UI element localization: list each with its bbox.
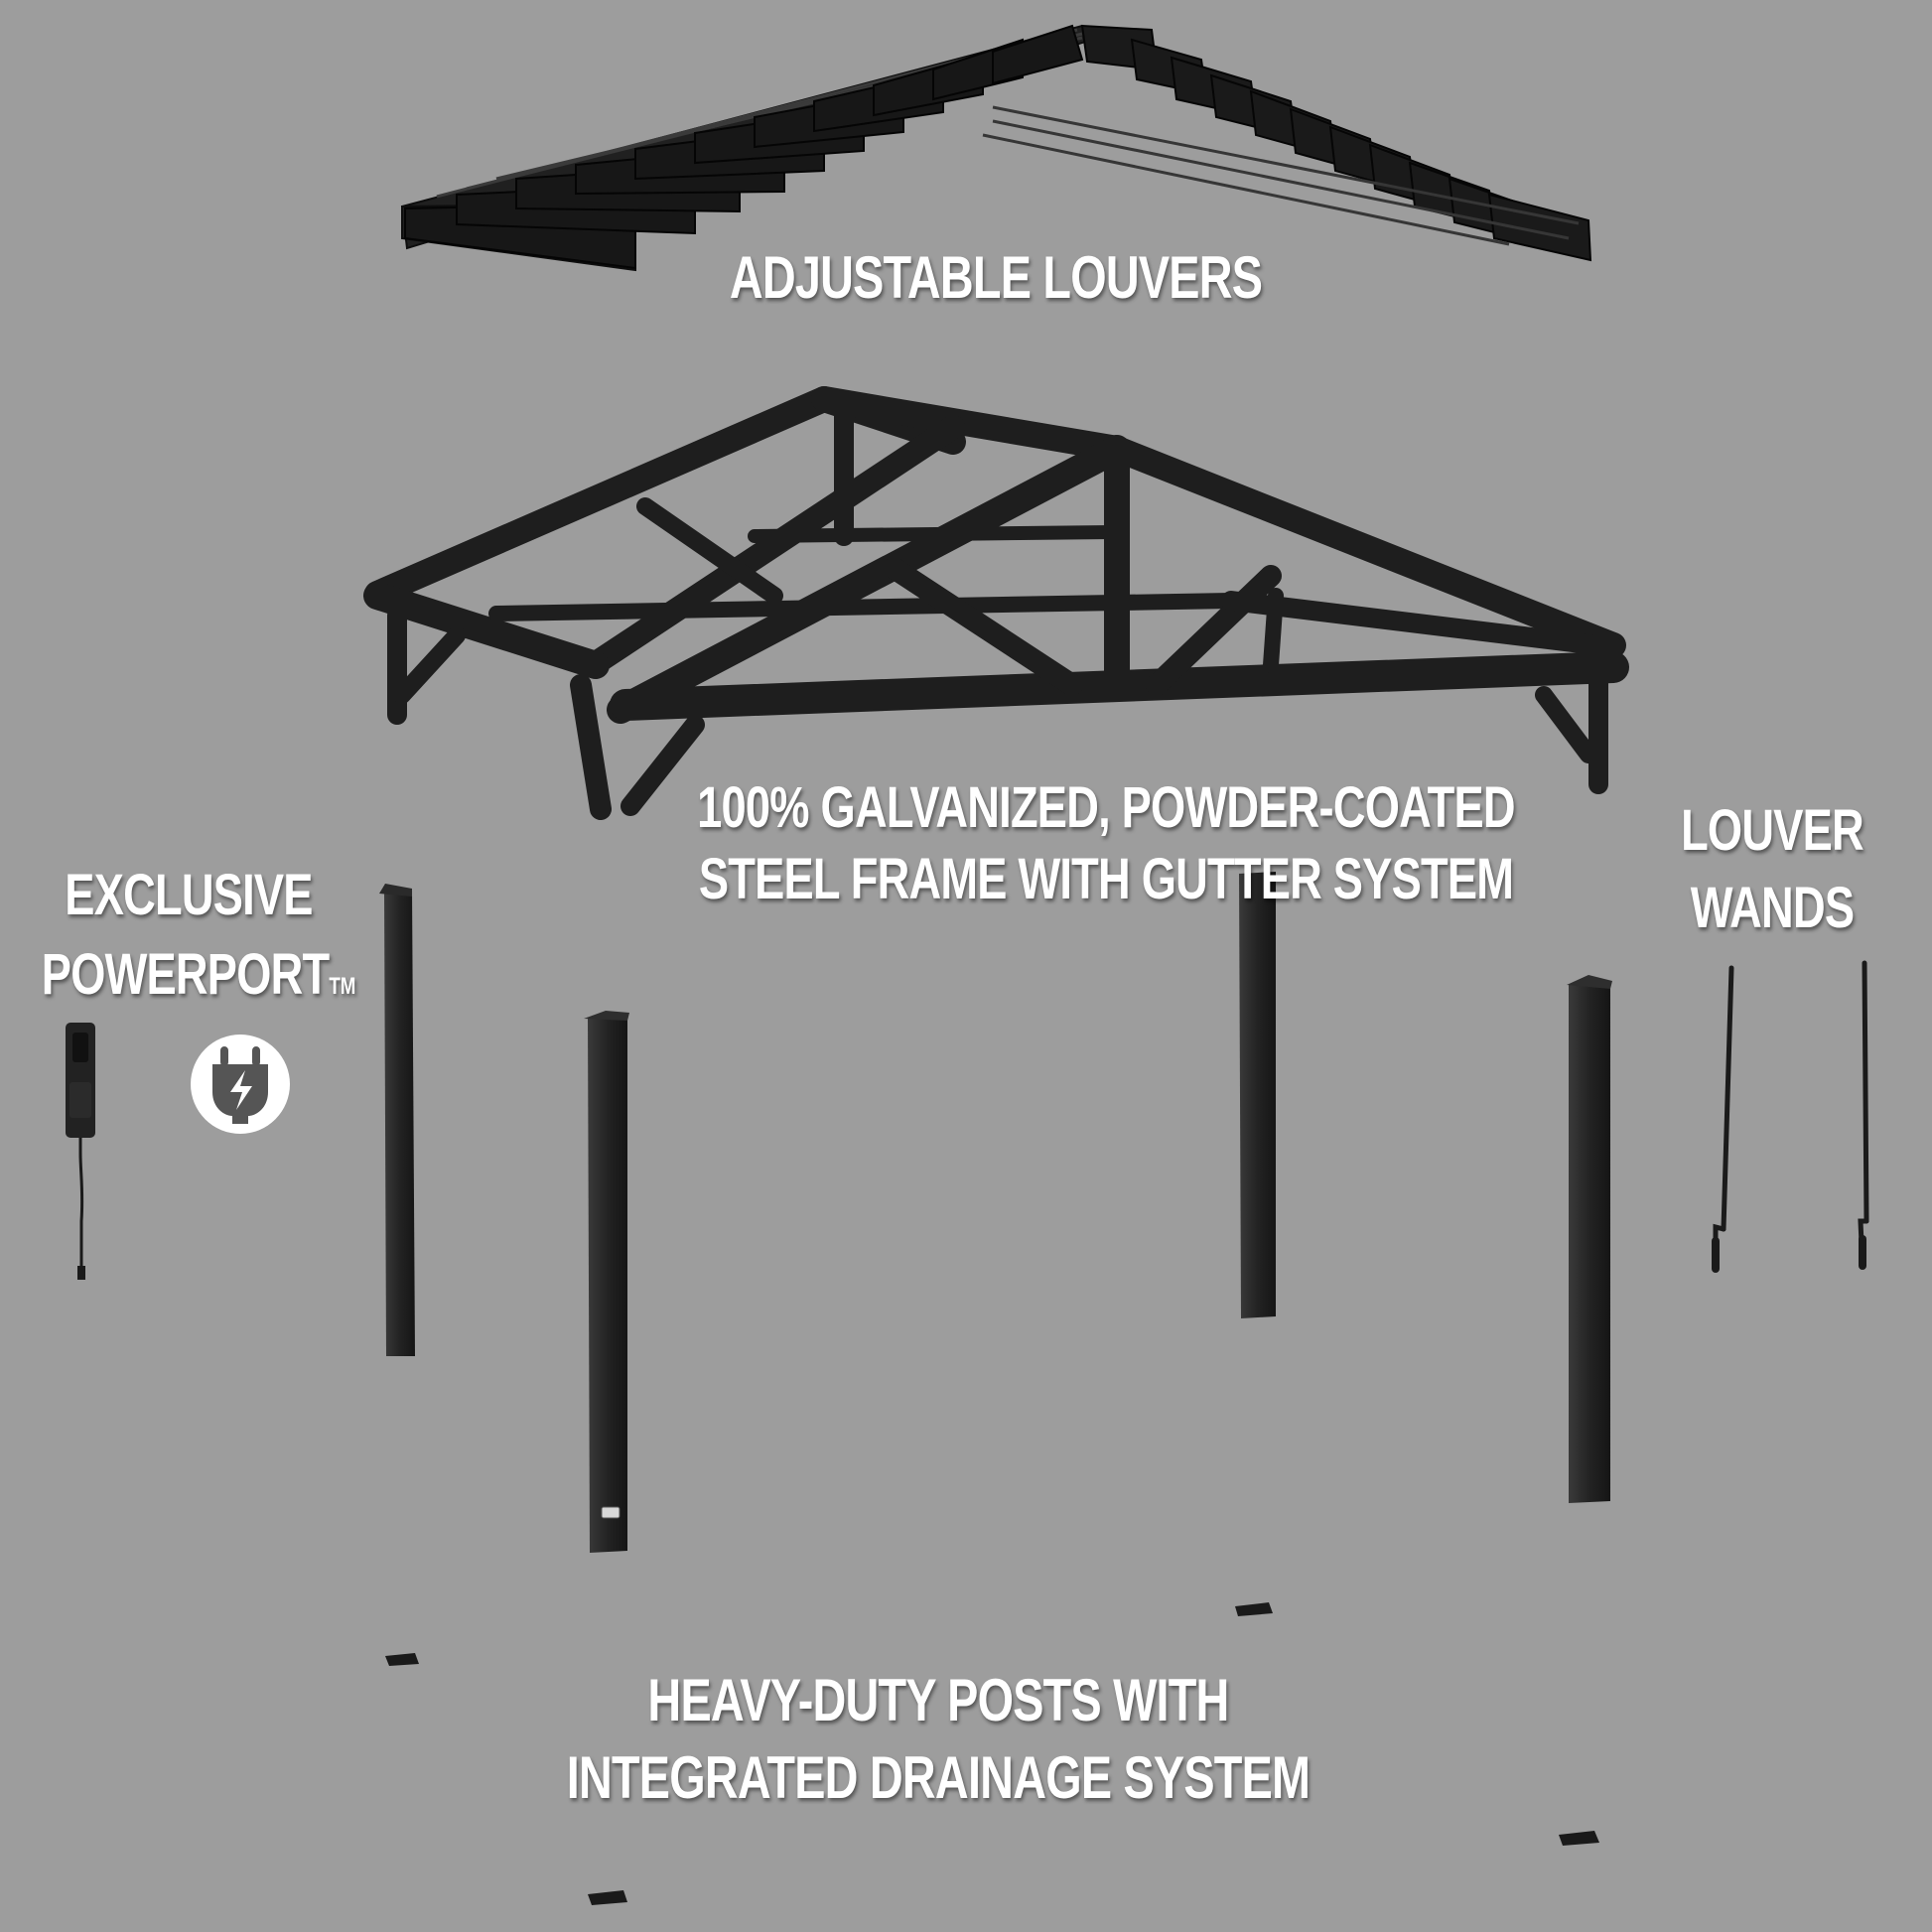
label-steel-frame: 100% GALVANIZED, POWDER-COATED STEEL FRA… xyxy=(641,779,1571,922)
label-heavy-duty-posts-line2: INTEGRATED DRAINAGE SYSTEM xyxy=(566,1744,1311,1811)
label-powerport-line1: EXCLUSIVE xyxy=(65,863,313,927)
post-back-left xyxy=(379,884,415,1356)
label-adjustable-louvers-text: ADJUSTABLE LOUVERS xyxy=(729,244,1263,311)
power-plug-lightning-icon xyxy=(191,1035,290,1134)
trademark-mark: TM xyxy=(329,973,356,1000)
louver-wands xyxy=(1712,960,1869,1273)
adjustable-louvers-roof xyxy=(400,24,1592,272)
label-adjustable-louvers: ADJUSTABLE LOUVERS xyxy=(663,248,1329,308)
label-heavy-duty-posts-line1: HEAVY-DUTY POSTS WITH xyxy=(647,1667,1229,1733)
base-plates xyxy=(385,1602,1599,1905)
steel-frame xyxy=(363,386,1629,820)
label-powerport-name: POWERPORT xyxy=(41,942,330,1007)
post-back-right xyxy=(1239,872,1276,1318)
post-front-left xyxy=(584,1011,629,1553)
label-louver-wands: LOUVER WANDS xyxy=(1660,802,1884,957)
label-powerport: EXCLUSIVE POWERPORTTM xyxy=(42,863,356,1026)
label-powerport-line2: POWERPORTTM xyxy=(42,946,356,1004)
label-heavy-duty-posts: HEAVY-DUTY POSTS WITH INTEGRATED DRAINAG… xyxy=(551,1671,1325,1826)
post-power-outlet xyxy=(601,1506,621,1519)
post-front-right xyxy=(1567,975,1612,1503)
powerport-device xyxy=(66,1023,95,1280)
label-steel-frame-line2: STEEL FRAME WITH GUTTER SYSTEM xyxy=(698,847,1514,911)
louver-wand-right xyxy=(1858,960,1869,1270)
louver-wand-left xyxy=(1712,965,1734,1273)
label-louver-wands-line1: LOUVER xyxy=(1681,798,1864,863)
label-louver-wands-line2: WANDS xyxy=(1690,876,1855,940)
posts xyxy=(379,872,1612,1553)
label-steel-frame-line1: 100% GALVANIZED, POWDER-COATED xyxy=(697,775,1515,840)
